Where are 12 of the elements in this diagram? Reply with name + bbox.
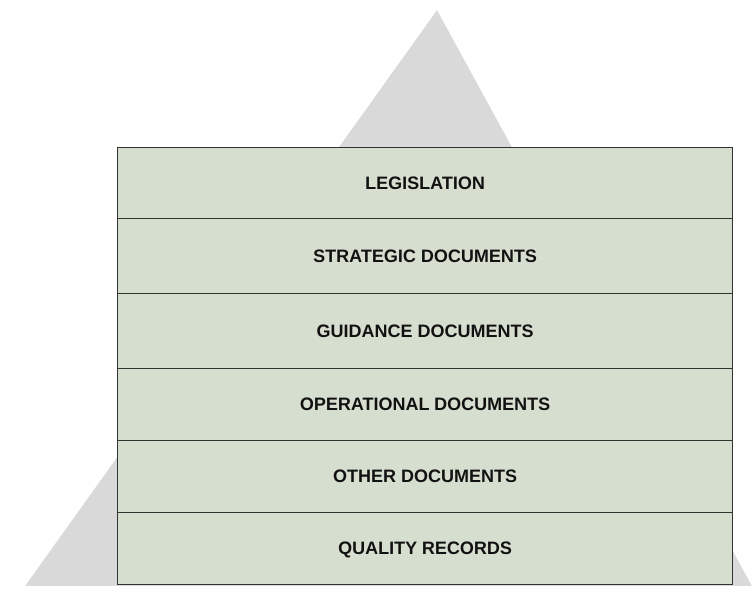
tier-label: OPERATIONAL DOCUMENTS bbox=[300, 394, 550, 416]
pyramid-tier bbox=[117, 512, 733, 585]
tier-label: STRATEGIC DOCUMENTS bbox=[313, 246, 537, 267]
tier-label: OTHER DOCUMENTS bbox=[333, 466, 517, 488]
pyramid-tier bbox=[117, 368, 733, 442]
pyramid-tier bbox=[117, 218, 733, 294]
pyramid-tier bbox=[117, 440, 733, 514]
pyramid-tier bbox=[117, 293, 733, 370]
tier-label: GUIDANCE DOCUMENTS bbox=[316, 320, 534, 342]
pyramid-tier bbox=[117, 147, 733, 220]
tier-label: LEGISLATION bbox=[365, 172, 485, 194]
tier-label: QUALITY RECORDS bbox=[338, 538, 512, 559]
